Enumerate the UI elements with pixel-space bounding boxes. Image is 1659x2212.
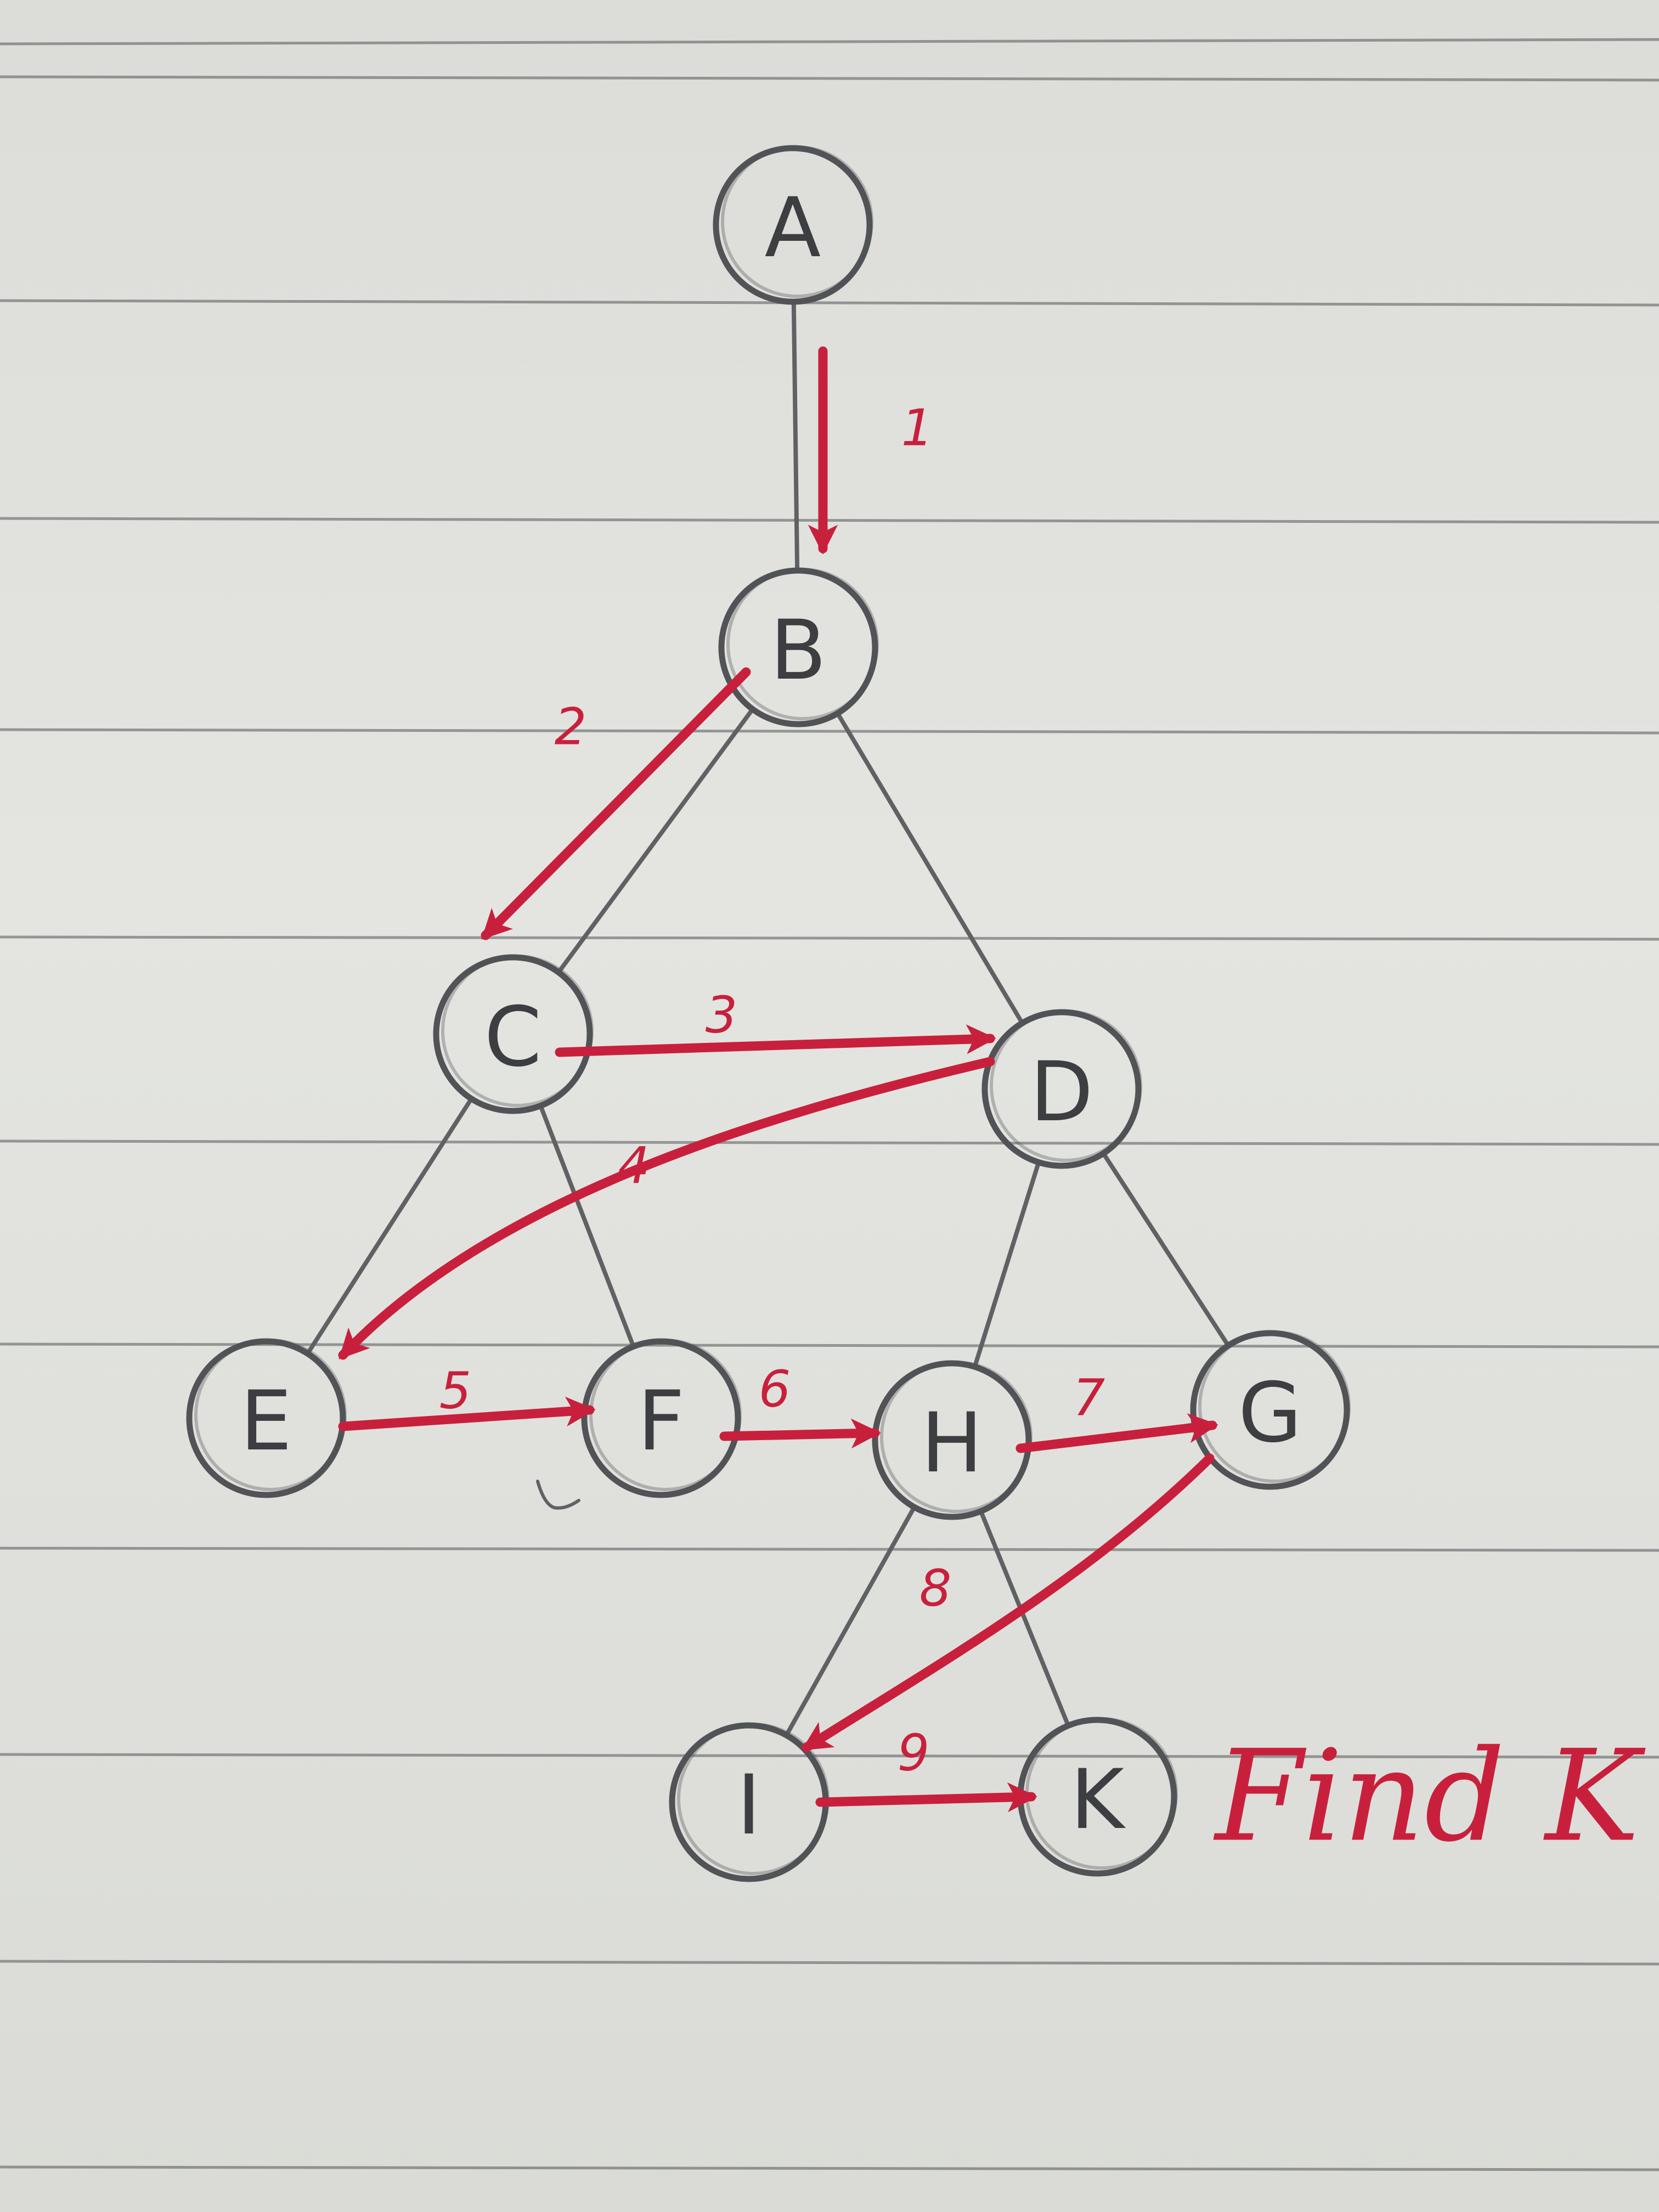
step-number-6: 6 (759, 1360, 791, 1419)
step-number-5: 5 (439, 1362, 472, 1420)
node-label: D (1030, 1045, 1093, 1140)
node-d: D (981, 1009, 1142, 1169)
ruled-line (0, 935, 1659, 941)
tree-edge-d-h (972, 1160, 1041, 1369)
step-number-1: 1 (901, 399, 934, 458)
node-circle (186, 1338, 346, 1498)
node-label: K (1070, 1752, 1126, 1848)
tree-edge-h-i (784, 1505, 917, 1737)
node-label: B (770, 603, 827, 698)
node-k: K (1017, 1717, 1178, 1877)
node-circle (981, 1009, 1142, 1169)
node-label: H (921, 1396, 983, 1491)
node-circle (1190, 1330, 1350, 1490)
step-arrow-3 (555, 1024, 996, 1057)
ruled-line (0, 38, 1659, 46)
ruled-line (0, 2165, 1659, 2171)
step-number-8: 8 (919, 1559, 952, 1618)
node-label: F (637, 1374, 685, 1469)
node-e: E (186, 1338, 347, 1498)
node-circle-retrace (194, 1339, 347, 1491)
step-arrow-9 (815, 1782, 1037, 1813)
tree-edge-d-g (1101, 1151, 1231, 1348)
tree-edge-b-c (556, 707, 755, 975)
step-number-3: 3 (706, 986, 738, 1045)
ruled-line (0, 1139, 1659, 1146)
tree-edge-c-e (305, 1096, 474, 1356)
node-label: A (765, 180, 821, 276)
step-arrow-5 (338, 1396, 596, 1431)
node-g: G (1190, 1330, 1351, 1490)
step-arrow-8 (801, 1453, 1215, 1752)
ruled-line (0, 517, 1659, 524)
node-h: H (872, 1360, 1032, 1520)
ruled-line (0, 1547, 1659, 1552)
node-circle (713, 145, 873, 305)
tree-edge-h-k (978, 1509, 1071, 1728)
ruled-line (0, 1753, 1659, 1759)
tree-edge-b-d (835, 711, 1025, 1025)
step-number-9: 9 (898, 1724, 930, 1782)
step-arrow-4 (338, 1057, 995, 1360)
node-label: I (737, 1758, 761, 1853)
node-f: F (581, 1338, 742, 1498)
step-arrow-6 (719, 1418, 881, 1449)
ruled-line (0, 299, 1659, 307)
node-circle-retrace (880, 1361, 1032, 1513)
tree-edges (305, 299, 1231, 1737)
find-k-annotation: Find K (1213, 1724, 1646, 1870)
traversal-steps: 1 2 3 4 5 6 7 8 9 (338, 346, 1218, 1813)
node-a: A (713, 145, 873, 305)
notebook-lines (0, 38, 1659, 2171)
node-label: G (1238, 1365, 1302, 1461)
node-circle (433, 954, 593, 1114)
ruled-line (0, 728, 1659, 735)
step-arrow-7 (1015, 1413, 1218, 1453)
node-circle-retrace (726, 568, 879, 720)
node-circle-retrace (990, 1009, 1142, 1162)
node-circle-retrace (721, 145, 873, 298)
ruled-line (0, 75, 1659, 82)
step-arrow-2 (481, 667, 751, 940)
node-circle-retrace (441, 955, 594, 1107)
node-b: B (718, 567, 879, 727)
node-label: C (484, 990, 542, 1085)
ruled-line (0, 1960, 1659, 1966)
step-number-2: 2 (555, 698, 587, 757)
tree-nodes: A B C D E F H G I K (186, 145, 1351, 1882)
node-c: C (433, 954, 594, 1114)
node-circle (718, 567, 878, 727)
step-number-7: 7 (1073, 1369, 1105, 1427)
stray-pencil-mark (536, 1480, 580, 1510)
step-number-4: 4 (618, 1137, 650, 1195)
tree-edge-a-b (791, 299, 800, 573)
node-circle-retrace (1198, 1330, 1351, 1483)
node-label: E (240, 1374, 292, 1469)
tree-edge-c-f (538, 1103, 636, 1349)
